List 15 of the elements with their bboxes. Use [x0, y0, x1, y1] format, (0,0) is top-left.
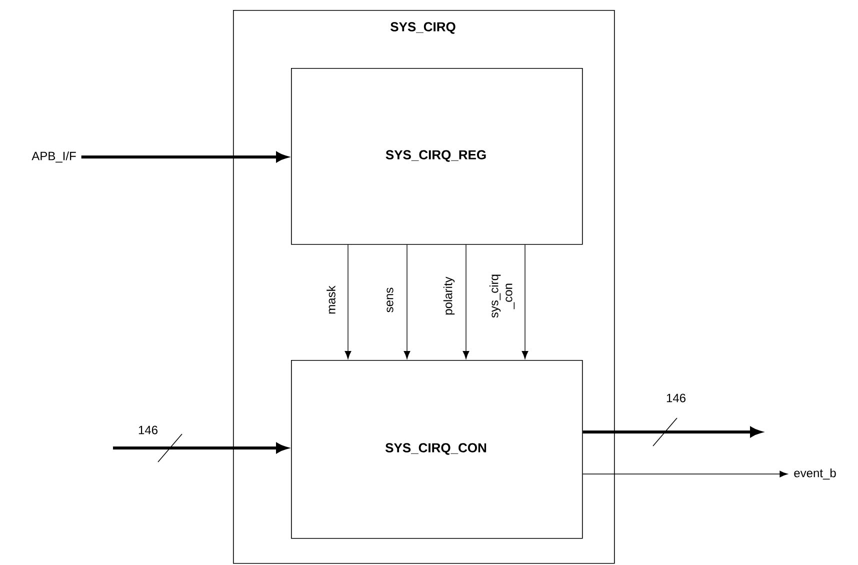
edge-label: 146 [666, 394, 686, 402]
arrow [404, 244, 410, 359]
arrow [582, 470, 788, 478]
signal-name: event_b [794, 468, 836, 480]
signal-name: APB_I/F [32, 151, 76, 163]
edge-label: 146 [138, 426, 158, 434]
arrow [462, 244, 470, 359]
arrow [522, 244, 528, 359]
edge-label: sys_cirq _con [489, 274, 515, 318]
arrow [344, 244, 352, 359]
edge-label: sens [386, 288, 394, 312]
edge-label: mask [326, 286, 336, 314]
block-box: SYS_CIRQ_CON [291, 360, 583, 539]
block-box: SYS_CIRQ_REG [291, 68, 583, 245]
edge-label: polarity [443, 276, 455, 315]
